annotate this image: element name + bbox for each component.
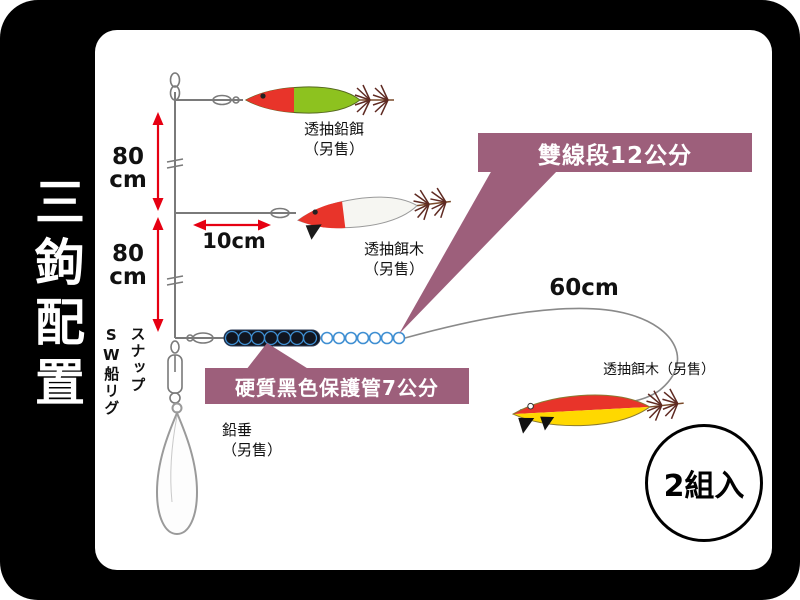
measure-label-60cm: 60cm: [549, 275, 619, 301]
mid-lure-name: 透抽餌木: [363, 240, 424, 258]
right-lure-hooks: [646, 388, 679, 421]
measure-arrow-80cm-1: [152, 112, 164, 211]
snap-label-line2: スナップ: [128, 326, 147, 394]
main-line: [174, 92, 296, 339]
snap-label-line1: SW船リグ: [102, 326, 121, 417]
measure-label-80cm-2: 80 cm: [104, 241, 152, 291]
page-title: 三鉤配置: [27, 176, 85, 416]
protective-tube: [223, 329, 321, 347]
right-lure: [511, 388, 684, 434]
double-line-banner: 雙線段12公分: [478, 133, 752, 172]
top-lure-name: 透抽鉛餌: [303, 120, 364, 138]
double-line-callout-pointer: [399, 170, 558, 334]
boat-snap: [167, 340, 183, 404]
top-lure-label: 透抽鉛餌 （另售）: [278, 119, 390, 160]
snap-label: SW船リグ スナップ: [98, 326, 151, 461]
mid-lure-note: （另售）: [363, 260, 424, 279]
measure-value: 80: [111, 241, 144, 267]
measure-label-10cm: 10cm: [202, 229, 266, 253]
double-line-beads: [320, 331, 406, 345]
measure-unit: cm: [109, 264, 147, 291]
mid-lure: [296, 187, 451, 240]
measure-arrow-80cm-2: [152, 217, 164, 332]
measure-arrow-10cm: [193, 219, 271, 231]
line-break-marks: [166, 158, 184, 286]
pack-count-badge: 2組入: [645, 424, 763, 542]
sinker-name: 鉛垂: [222, 421, 253, 439]
right-lure-label: 透抽餌木（另售）: [603, 362, 715, 378]
top-swivel: [169, 72, 290, 344]
tube-callout-pointer: [246, 343, 310, 370]
tube-banner: 硬質黑色保護管7公分: [205, 368, 469, 404]
measure-label-80cm-1: 80 cm: [104, 144, 152, 194]
top-lure-note: （另售）: [303, 140, 364, 159]
top-lure-hooks: [354, 84, 389, 116]
sinker: [155, 402, 199, 536]
pack-count-text: 2組入: [663, 469, 745, 504]
measure-value: 80: [111, 144, 144, 170]
mid-lure-hooks: [413, 187, 447, 221]
mid-lure-label: 透抽餌木 （另售）: [338, 239, 450, 280]
sinker-note: （另售）: [222, 441, 283, 460]
measure-unit: cm: [109, 167, 147, 194]
sinker-label: 鉛垂 （另售）: [222, 420, 312, 461]
top-lure: [244, 84, 394, 116]
